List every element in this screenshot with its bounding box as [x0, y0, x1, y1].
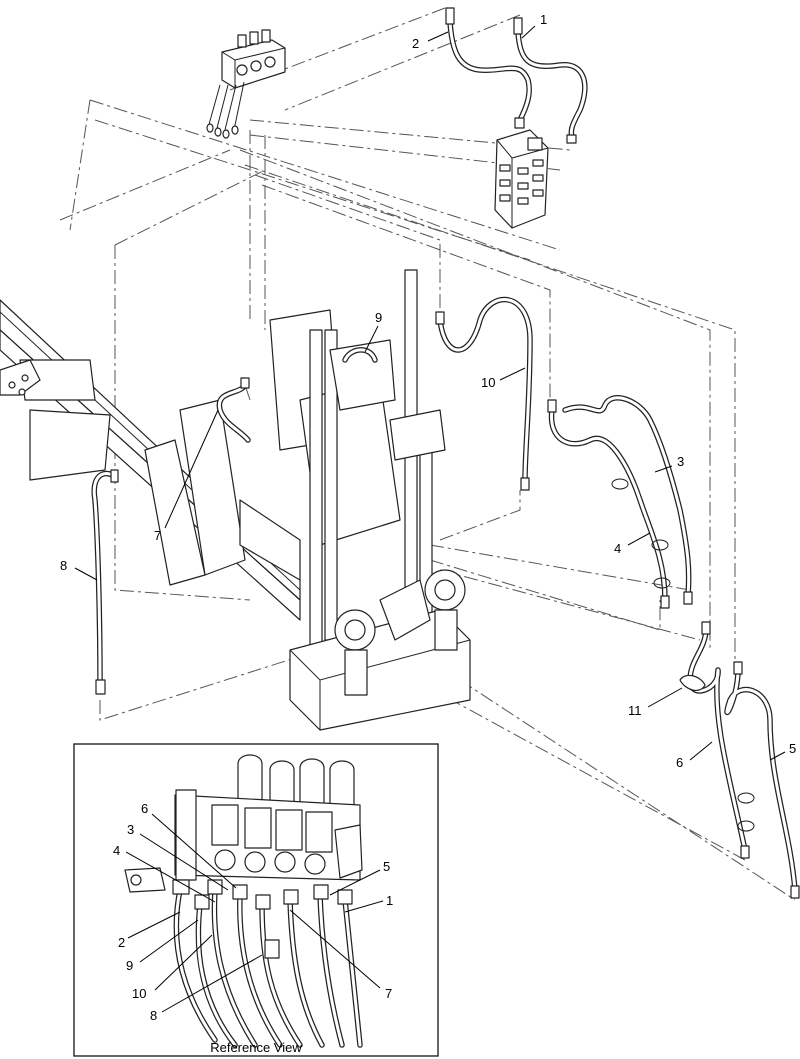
reference-fittings	[172, 879, 353, 959]
hose-5	[724, 661, 800, 899]
callout-leaders	[74, 25, 786, 761]
ref-callout-4: 4	[113, 843, 120, 858]
control-valve-bank	[206, 29, 286, 139]
reference-view: 6 3 4 5 1 2 9 10 8 7 Reference View	[73, 743, 439, 1057]
callout-7: 7	[154, 528, 161, 543]
hose-7	[216, 377, 251, 443]
callout-4: 4	[614, 541, 621, 556]
hose-1	[513, 17, 588, 144]
ref-callout-8: 8	[150, 1008, 157, 1023]
callout-2: 2	[412, 36, 419, 51]
reference-hose-bundle	[173, 887, 363, 1048]
hose-8	[91, 469, 119, 695]
clamp-11	[679, 674, 706, 692]
ref-callout-3: 3	[127, 822, 134, 837]
callout-11: 11	[628, 703, 642, 718]
hose-6	[687, 621, 755, 859]
hose-2	[445, 7, 532, 129]
callout-5: 5	[789, 741, 796, 756]
hose-4	[547, 399, 671, 609]
callout-6: 6	[676, 755, 683, 770]
hose-10	[435, 296, 533, 491]
callout-10: 10	[481, 375, 495, 390]
ref-callout-2: 2	[118, 935, 125, 950]
reference-leaders	[125, 813, 384, 1013]
ref-callout-10: 10	[132, 986, 146, 1001]
phantom-lines	[59, 7, 796, 901]
ref-callout-1: 1	[386, 893, 393, 908]
reference-valve-handles	[237, 754, 355, 809]
callout-8: 8	[60, 558, 67, 573]
ref-callout-7: 7	[385, 986, 392, 1001]
reference-valve-body	[124, 789, 363, 893]
ref-callout-6: 6	[141, 801, 148, 816]
callout-9: 9	[375, 310, 382, 325]
carriage-assembly	[144, 269, 471, 731]
manifold-block	[494, 129, 549, 229]
reference-view-caption: Reference View	[210, 1040, 302, 1055]
ref-callout-5: 5	[383, 859, 390, 874]
callout-1: 1	[540, 12, 547, 27]
ref-callout-9: 9	[126, 958, 133, 973]
callouts: 1 2 9 10 3 4 7 8 11 6 5	[60, 12, 796, 770]
callout-3: 3	[677, 454, 684, 469]
hose-3	[562, 395, 693, 605]
hose-9	[342, 347, 378, 363]
